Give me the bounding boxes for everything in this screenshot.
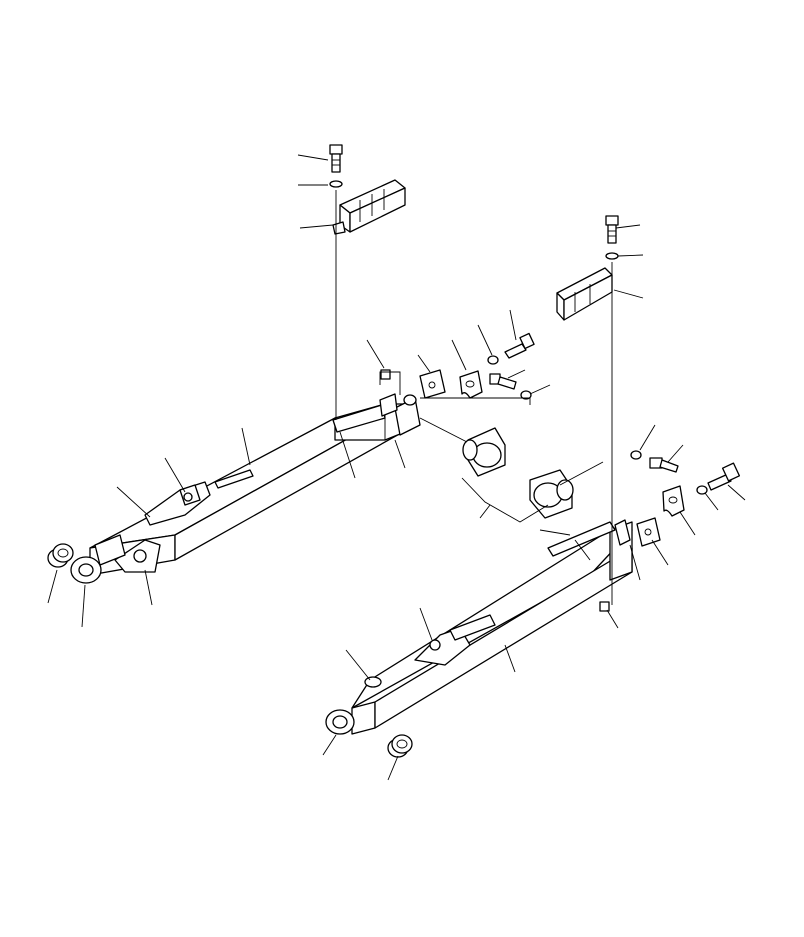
- left-bolt: [329, 144, 343, 173]
- left-washer: [329, 180, 343, 188]
- center-bolt-1: [504, 332, 535, 359]
- left-rear-mount: [379, 393, 421, 436]
- right-bolt-1: [649, 457, 679, 473]
- right-bolt-top: [605, 215, 619, 244]
- left-bushing: [47, 543, 74, 568]
- center-clip: [419, 369, 446, 399]
- right-clamp: [662, 485, 685, 517]
- right-clip: [636, 517, 661, 547]
- center-pivot-upper: [419, 417, 506, 477]
- center-nut-left: [380, 369, 391, 380]
- right-rear-mount: [599, 519, 631, 612]
- right-bolt-2: [707, 462, 741, 491]
- left-frame-arm: [70, 403, 411, 584]
- center-clamp: [459, 370, 483, 399]
- left-top-bracket: [332, 179, 406, 235]
- right-bushing: [387, 734, 413, 758]
- right-washer-1: [630, 450, 642, 460]
- right-washer-2: [696, 485, 708, 495]
- center-washer-1: [487, 355, 499, 365]
- right-top-bracket: [556, 267, 613, 321]
- center-washer-2: [520, 390, 532, 400]
- right-frame-arm: [325, 521, 633, 735]
- center-bolt-2: [489, 373, 517, 390]
- callout-leaders: [47, 154, 746, 781]
- center-pivot-lower: [529, 469, 574, 519]
- right-washer-top: [605, 252, 619, 260]
